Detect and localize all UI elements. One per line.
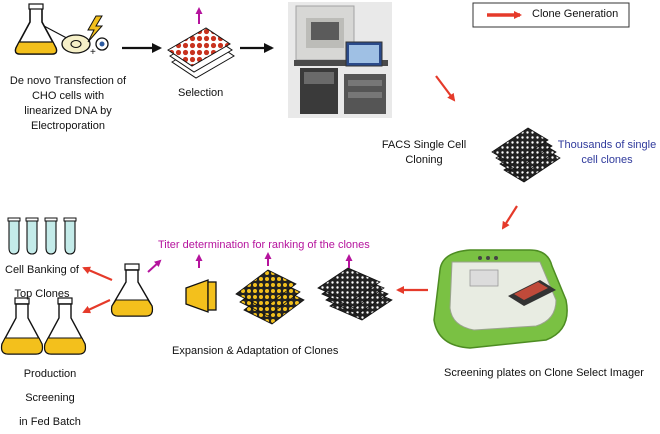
expansion-flask-icon <box>110 263 154 317</box>
clones-line: cell clones <box>581 154 633 166</box>
banking-line: Top Clones <box>14 288 70 300</box>
expansion-label: Expansion & Adaptation of Clones <box>172 345 339 357</box>
facs-label: FACS Single Cell Cloning <box>374 138 474 168</box>
cell-icon <box>61 34 91 54</box>
selection-label: Selection <box>178 87 224 99</box>
test-tube-icon <box>7 217 77 255</box>
production-flask-icon <box>0 297 87 355</box>
shake-tube-icon <box>185 279 217 313</box>
facs-line: Cloning <box>405 154 443 166</box>
clone-select-imager-photo <box>433 249 568 349</box>
production-line: Production Screening <box>23 368 77 404</box>
svg-text:+: + <box>90 47 96 58</box>
flow-arrow-red <box>435 75 456 102</box>
banking-label: Cell Banking of Top Clones <box>0 258 84 306</box>
screening-plate-stack-icon <box>317 267 393 321</box>
flow-arrow-red <box>82 266 113 282</box>
electric-bolt-icon <box>87 15 104 43</box>
clones-line: Thousands of single <box>557 139 657 151</box>
electrode-icon: + <box>90 37 109 58</box>
production-label: Production Screening in Fed Batch <box>0 362 100 434</box>
clone-plate-stack-icon <box>491 127 561 183</box>
flow-arrow-red <box>82 299 111 314</box>
transfection-line: linearized DNA by <box>24 105 112 117</box>
imager-label: Screening plates on Clone Select Imager <box>444 367 644 379</box>
flask-icon <box>14 3 58 55</box>
workflow-diagram: + <box>0 2 630 355</box>
well-plate-stack-icon <box>167 27 235 79</box>
clones-label: Thousands of single cell clones <box>554 138 660 168</box>
transfection-label: De novo Transfection of CHO cells with l… <box>6 74 130 134</box>
expansion-plate-stack-icon <box>235 269 305 325</box>
flow-arrow-red <box>501 205 518 230</box>
facs-instrument-photo <box>288 2 392 118</box>
transfection-line: Electroporation <box>31 120 105 132</box>
transfection-line: CHO cells with <box>31 90 105 102</box>
transfection-line: De novo Transfection of <box>9 75 127 87</box>
facs-line: FACS Single Cell <box>381 139 467 151</box>
titer-magenta-arrow <box>147 259 162 273</box>
production-line: in Fed Batch <box>19 416 81 428</box>
legend-label: Clone Generation <box>532 8 619 20</box>
titer-label: Titer determination for ranking of the c… <box>158 239 370 251</box>
banking-line: Cell Banking of <box>5 264 79 276</box>
